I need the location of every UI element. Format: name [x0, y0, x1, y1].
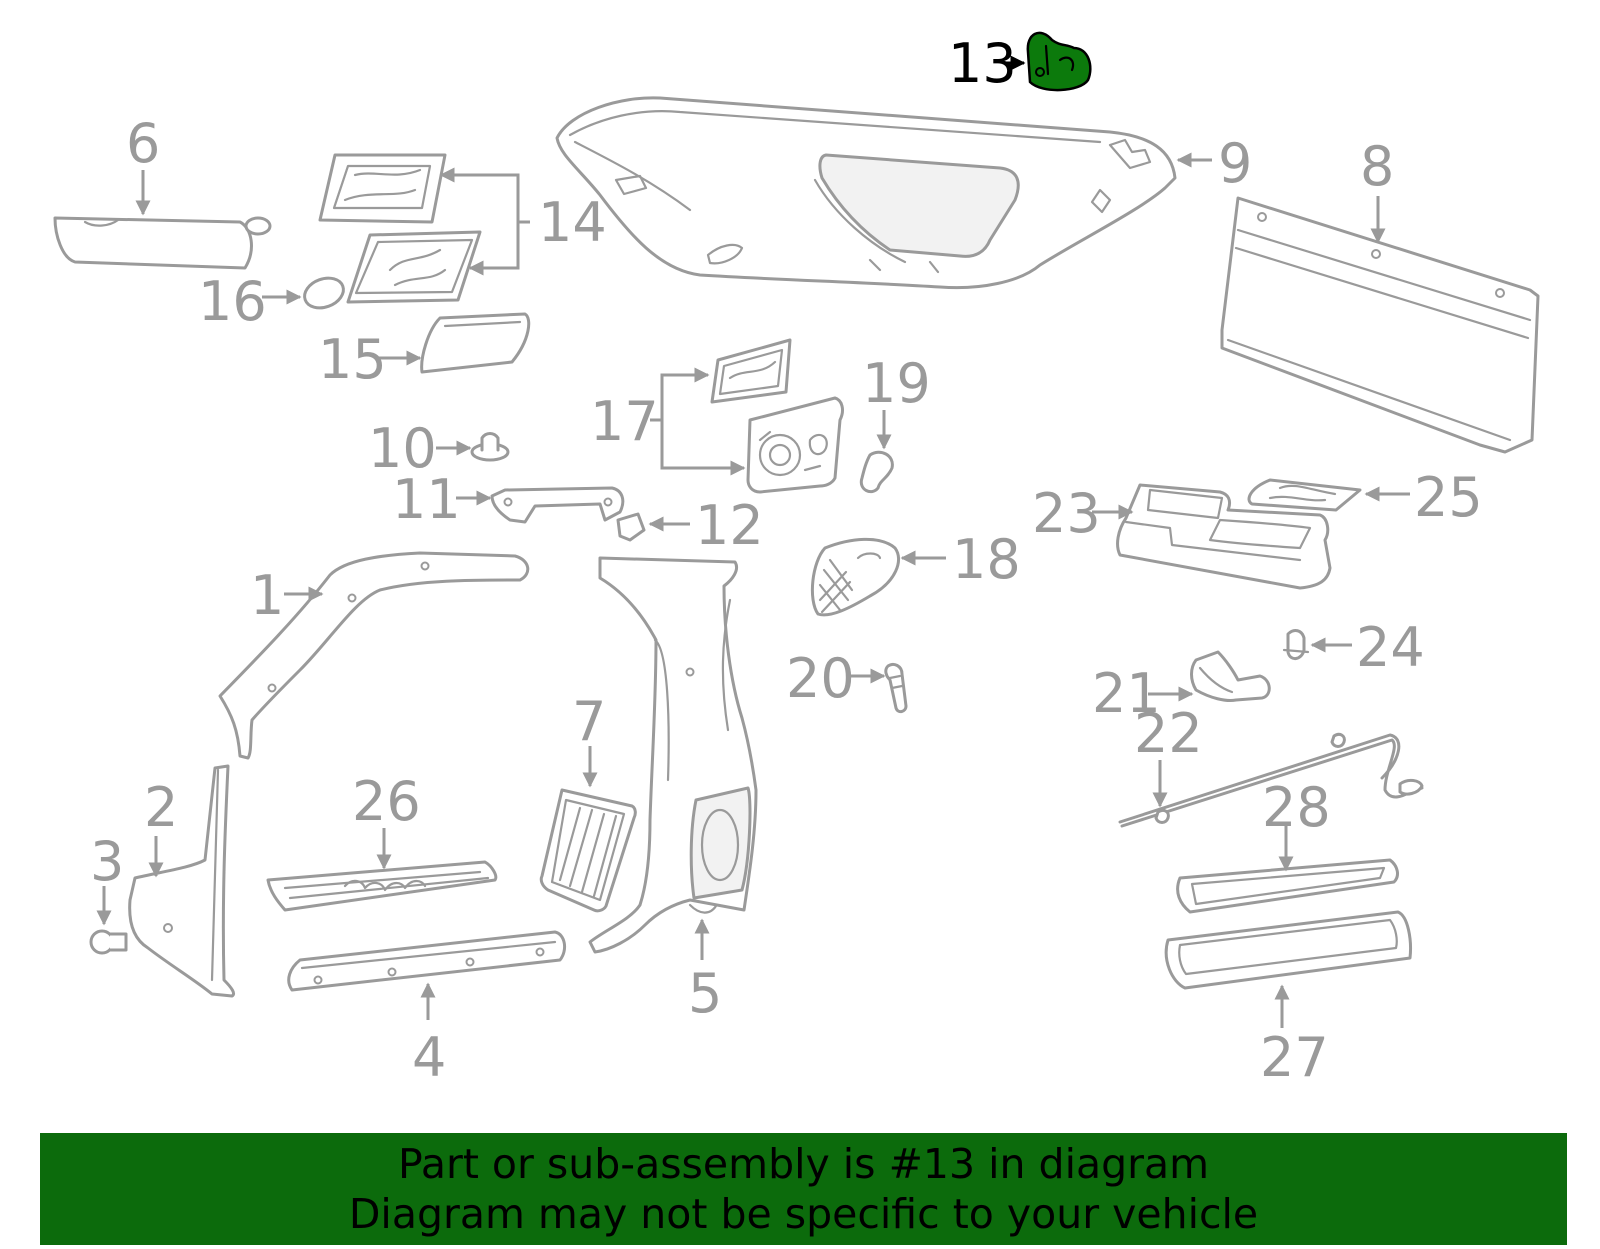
part-3-clip: 3: [89, 830, 128, 955]
part-16: 16: [198, 270, 345, 333]
callout-21: 21: [1092, 662, 1161, 725]
part-26-scuff-plate: 26: [266, 770, 498, 912]
callout-10: 10: [368, 417, 437, 480]
part-28-tray-lid: 28: [1176, 776, 1399, 914]
part-20-bulb: 20: [786, 647, 908, 714]
part-6-sun-visor: 6: [53, 112, 272, 270]
callout-2: 2: [144, 776, 178, 839]
callout-13: 13: [948, 32, 1017, 95]
part-22-wire: 22: [1118, 702, 1424, 828]
part-10: 10: [368, 417, 510, 480]
callout-14: 14: [538, 191, 607, 254]
callout-8: 8: [1360, 135, 1394, 198]
banner-line-1: Part or sub-assembly is #13 in diagram: [397, 1140, 1210, 1188]
callout-7: 7: [572, 690, 606, 753]
part-12: 12: [616, 494, 764, 557]
part-13-highlighted[interactable]: 13: [948, 31, 1092, 95]
callout-28: 28: [1262, 776, 1331, 839]
callout-6: 6: [126, 112, 160, 175]
part-8-rear-panel: 8: [1220, 135, 1540, 454]
part-5-quarter-trim: 5: [588, 556, 758, 1025]
part-18-lamp-lens: 18: [810, 528, 1021, 617]
callout-18: 18: [952, 528, 1021, 591]
callout-20: 20: [786, 647, 855, 710]
part-4-sill-plate: 4: [287, 930, 567, 1089]
part-1-pillar-trim: 1: [218, 551, 530, 760]
callout-19: 19: [862, 352, 931, 415]
callout-17: 17: [590, 390, 659, 453]
callout-16: 16: [198, 270, 267, 333]
part-11-grab-handle: 11: [392, 468, 625, 531]
callout-23: 23: [1032, 482, 1101, 545]
callout-25: 25: [1414, 466, 1483, 529]
info-banner: Part or sub-assembly is #13 in diagram D…: [40, 1133, 1567, 1245]
callout-27: 27: [1260, 1026, 1329, 1089]
banner-line-2: Diagram may not be specific to your vehi…: [348, 1190, 1259, 1238]
info-banner-background: [40, 1133, 1567, 1245]
callout-12: 12: [695, 494, 764, 557]
part-9-headliner: 9: [555, 96, 1252, 290]
part-14-lenses: 14: [318, 153, 607, 304]
part-13-shape[interactable]: [1026, 31, 1092, 92]
callout-3: 3: [90, 830, 124, 893]
part-7-vent-grille: 7: [539, 690, 637, 913]
callout-22: 22: [1134, 702, 1203, 765]
callout-11: 11: [392, 468, 461, 531]
part-17-lamp: 17: [590, 338, 844, 494]
part-19: 19: [859, 352, 931, 494]
callout-1: 1: [250, 564, 284, 627]
part-25: 25: [1247, 466, 1483, 529]
callout-15: 15: [318, 328, 387, 391]
part-27-tray: 27: [1164, 910, 1412, 1089]
callout-9: 9: [1218, 132, 1252, 195]
part-2-pillar-lower: 2: [128, 764, 236, 998]
callout-4: 4: [412, 1026, 446, 1089]
part-15: 15: [318, 312, 531, 391]
callout-5: 5: [688, 962, 722, 1025]
part-21-socket: 21: [1092, 650, 1271, 725]
part-23-console: 23: [1032, 482, 1332, 590]
callout-26: 26: [352, 770, 421, 833]
callout-24: 24: [1356, 616, 1425, 679]
part-24-clip: 24: [1282, 616, 1425, 679]
